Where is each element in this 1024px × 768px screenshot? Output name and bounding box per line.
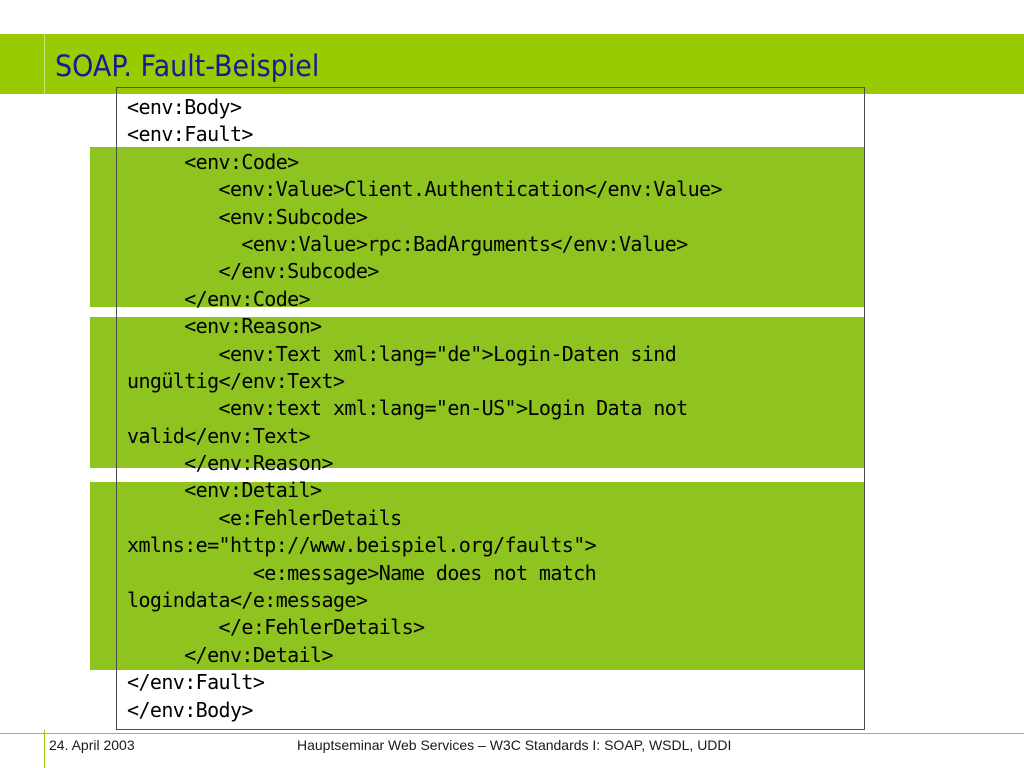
code-line: ungültig</env:Text> <box>127 368 345 393</box>
code-frame <box>116 87 865 730</box>
code-line: </e:FehlerDetails> <box>127 615 426 640</box>
slide-title: SOAP. Fault-Beispiel <box>55 49 320 83</box>
footer-date: 24. April 2003 <box>49 737 135 753</box>
code-line: <e:FehlerDetails <box>127 505 403 530</box>
title-band <box>0 34 1024 94</box>
highlight-reason-block <box>90 317 864 468</box>
code-line: <env:Text xml:lang="de">Login-Daten sind <box>127 341 677 366</box>
code-line: <env:Body> <box>127 95 242 119</box>
highlight-code-block <box>90 147 864 307</box>
footer-rule <box>0 733 1024 734</box>
code-line: <env:Detail> <box>127 478 322 503</box>
code-line: <env:Code> <box>127 149 299 174</box>
title-divider <box>44 34 45 94</box>
code-line: <env:Fault> <box>127 122 253 147</box>
footer-course-title: Hauptseminar Web Services – W3C Standard… <box>297 737 732 753</box>
code-line: </env:Body> <box>127 697 253 722</box>
code-line: </env:Reason> <box>127 451 333 476</box>
code-line: xmlns:e="http://www.beispiel.org/faults"… <box>127 533 597 558</box>
code-line: <env:Value>Client.Authentication</env:Va… <box>127 177 723 202</box>
code-line: </env:Subcode> <box>127 259 380 284</box>
code-line: <env:text xml:lang="en-US">Login Data no… <box>127 396 689 421</box>
footer-divider <box>44 730 45 768</box>
code-line: <env:Subcode> <box>127 204 368 229</box>
highlight-detail-block <box>90 482 864 670</box>
code-listing: <env:Body> <env:Fault> <env:Code> <env:V… <box>127 94 863 724</box>
code-line: </env:Fault> <box>127 670 265 695</box>
code-line: <env:Value>rpc:BadArguments</env:Value> <box>127 231 688 256</box>
code-line: <env:Reason> <box>127 314 322 339</box>
code-line: valid</env:Text> <box>127 423 311 448</box>
code-line: </env:Code> <box>127 286 311 311</box>
code-line: <e:message>Name does not match <box>127 560 597 585</box>
code-line: </env:Detail> <box>127 642 333 667</box>
code-line: logindata</e:message> <box>127 588 368 613</box>
